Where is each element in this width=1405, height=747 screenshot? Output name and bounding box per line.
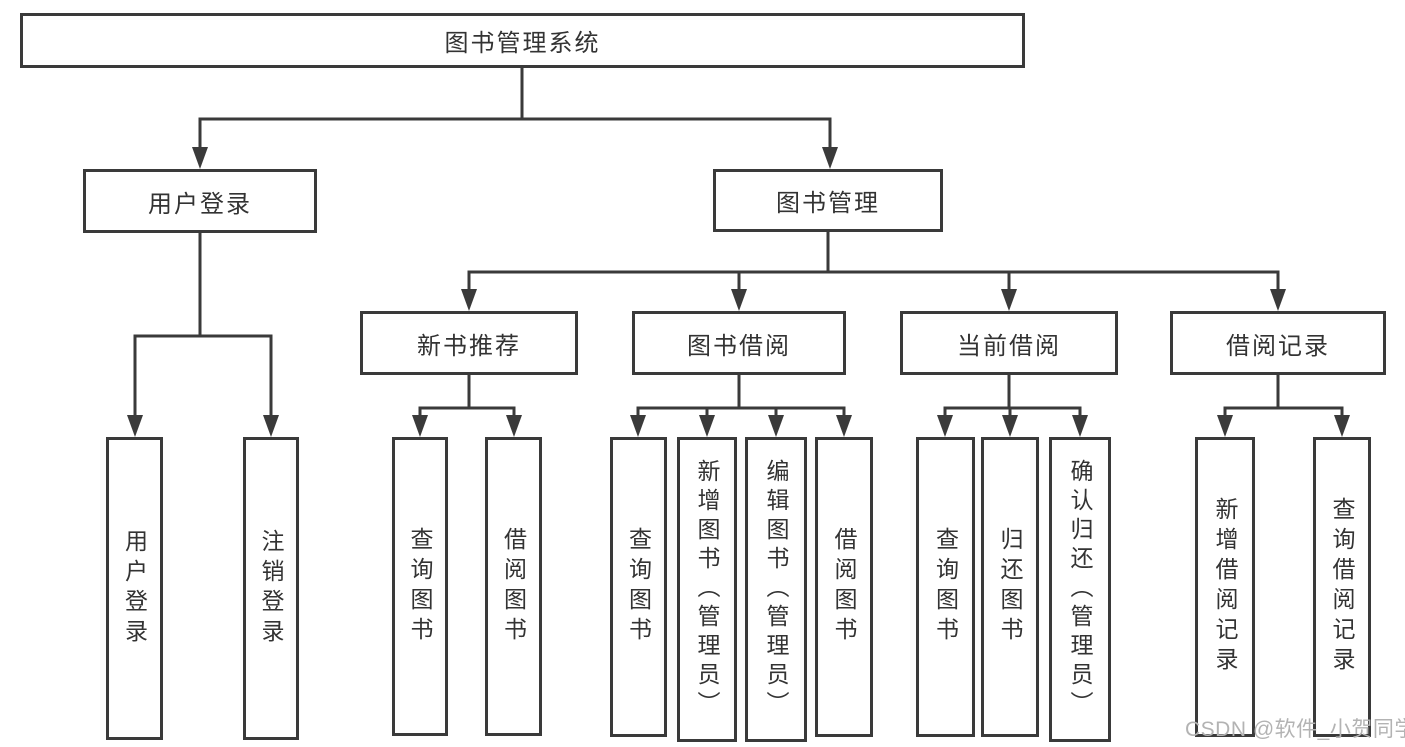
node-book-management: 图书管理	[713, 169, 943, 232]
leaf-user-login: 用户登录	[106, 437, 163, 740]
leaf-query-books-borrowing: 查询图书	[610, 437, 667, 737]
node-root: 图书管理系统	[20, 13, 1025, 68]
node-new-book-recommendation: 新书推荐	[360, 311, 578, 375]
leaf-borrow-books-borrowing: 借阅图书	[815, 437, 873, 737]
leaf-query-borrow-record: 查询借阅记录	[1313, 437, 1371, 737]
leaf-edit-books-admin: 编辑图书（管理员）	[745, 437, 807, 742]
node-borrowing-records: 借阅记录	[1170, 311, 1386, 375]
leaf-borrow-books-recommend: 借阅图书	[485, 437, 542, 736]
csdn-watermark: CSDN @软件_小贺同学	[1185, 718, 1405, 741]
leaf-query-books-recommend: 查询图书	[392, 437, 448, 736]
node-book-borrowing: 图书借阅	[632, 311, 846, 375]
leaf-add-borrow-record: 新增借阅记录	[1195, 437, 1255, 737]
node-current-borrowing: 当前借阅	[900, 311, 1118, 375]
leaf-query-books-current: 查询图书	[916, 437, 975, 737]
leaf-add-books-admin: 新增图书（管理员）	[677, 437, 737, 742]
leaf-return-books: 归还图书	[981, 437, 1039, 737]
leaf-confirm-return-admin: 确认归还（管理员）	[1049, 437, 1111, 742]
leaf-logout: 注销登录	[243, 437, 299, 740]
node-user-login: 用户登录	[83, 169, 317, 233]
